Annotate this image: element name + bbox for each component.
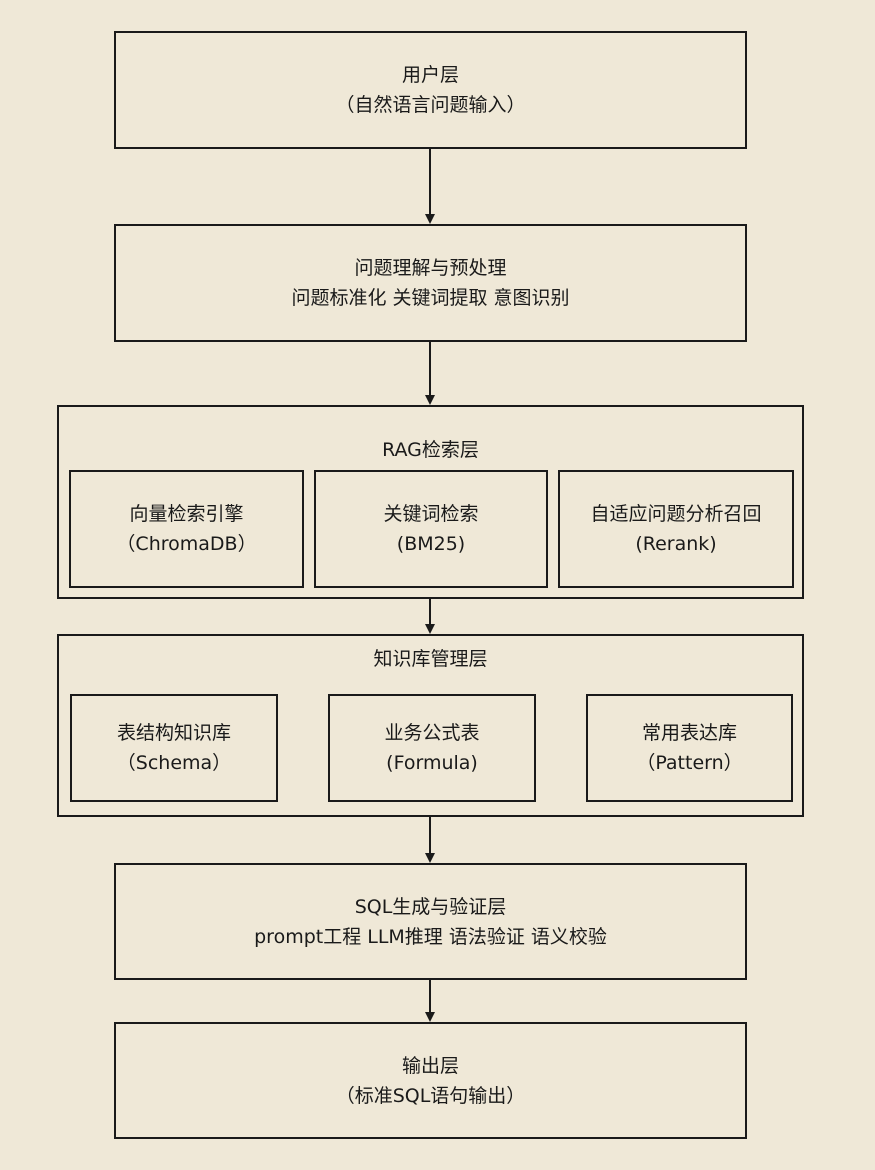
sql-layer-subtitle: prompt工程 LLM推理 语法验证 语义校验 (254, 925, 607, 948)
rag-layer-container: RAG检索层 向量检索引擎 （ChromaDB） 关键词检索 (BM25) 自适… (57, 405, 804, 599)
rag-item-subtitle: （ChromaDB） (116, 533, 257, 555)
user-layer-title: 用户层 (401, 64, 459, 86)
output-layer-title: 输出层 (401, 1054, 459, 1077)
kb-item-subtitle: （Pattern） (636, 752, 743, 774)
rag-item-title: 向量检索引擎 (129, 503, 244, 525)
kb-item-formula: 业务公式表 (Formula) (328, 694, 536, 802)
output-layer-box: 输出层 （标准SQL语句输出） (114, 1022, 747, 1139)
kb-item-title: 表结构知识库 (116, 722, 231, 744)
kb-item-subtitle: (Formula) (386, 752, 478, 774)
sql-layer-title: SQL生成与验证层 (354, 895, 507, 918)
rag-item-subtitle: (BM25) (396, 533, 466, 555)
kb-item-schema: 表结构知识库 （Schema） (70, 694, 278, 802)
rag-item-vector: 向量检索引擎 （ChromaDB） (69, 470, 304, 588)
kb-layer-title: 知识库管理层 (373, 648, 488, 670)
user-layer-subtitle: （自然语言问题输入） (335, 94, 526, 116)
rag-item-title: 关键词检索 (383, 503, 479, 525)
sql-layer-box: SQL生成与验证层 prompt工程 LLM推理 语法验证 语义校验 (114, 863, 747, 980)
preprocess-layer-box: 问题理解与预处理 问题标准化 关键词提取 意图识别 (114, 224, 747, 342)
kb-item-title: 常用表达库 (641, 722, 737, 744)
rag-item-keyword: 关键词检索 (BM25) (314, 470, 548, 588)
rag-layer-title: RAG检索层 (382, 439, 479, 461)
kb-layer-container: 知识库管理层 表结构知识库 （Schema） 业务公式表 (Formula) 常… (57, 634, 804, 817)
preprocess-layer-subtitle: 问题标准化 关键词提取 意图识别 (291, 287, 570, 309)
user-layer-box: 用户层 （自然语言问题输入） (114, 31, 747, 149)
preprocess-layer-title: 问题理解与预处理 (354, 257, 507, 279)
kb-item-subtitle: （Schema） (116, 752, 232, 774)
output-layer-subtitle: （标准SQL语句输出） (335, 1084, 526, 1107)
rag-item-title: 自适应问题分析召回 (590, 503, 762, 525)
kb-item-pattern: 常用表达库 （Pattern） (586, 694, 793, 802)
rag-item-subtitle: (Rerank) (635, 533, 717, 555)
rag-item-rerank: 自适应问题分析召回 (Rerank) (558, 470, 794, 588)
kb-item-title: 业务公式表 (384, 722, 480, 744)
